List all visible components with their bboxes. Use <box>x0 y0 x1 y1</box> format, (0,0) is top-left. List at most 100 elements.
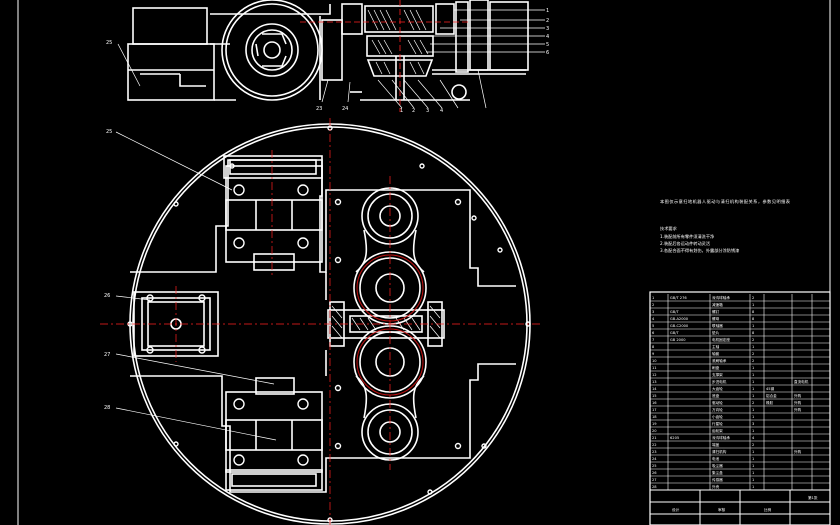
bom-cell-no: 9 <box>652 352 655 356</box>
callout-label: 5 <box>546 42 549 48</box>
bom-cell-qty: 1 <box>752 373 754 377</box>
bom-cell-mat: 45钢 <box>766 386 775 391</box>
bom-cell-qty: 1 <box>752 366 754 370</box>
elevation-callouts: 1 2 3 4 5 6 25 23 24 1 2 3 4 <box>106 8 549 114</box>
bom-cell-no: 14 <box>652 387 657 391</box>
bom-cell-qty: 3 <box>752 422 754 426</box>
bom-cell-qty: 8 <box>752 331 755 335</box>
bom-cell-no: 22 <box>652 443 657 447</box>
callout-label: 6 <box>546 50 549 56</box>
bom-cell-qty: 1 <box>752 408 754 412</box>
bom-cell-name: 电机固定座 <box>712 337 730 342</box>
elevation-centerline <box>300 0 470 112</box>
notes-item: 3.各配合面不得有划伤，外露部分涂防锈漆 <box>660 247 739 254</box>
bom-cell-no: 5 <box>652 324 654 328</box>
bom-cell-qty: 8 <box>752 310 755 314</box>
callout-label: 25 <box>106 40 112 46</box>
bom-cell-code: GB/T <box>670 331 679 335</box>
bom-cell-name: 联轴器 <box>712 323 723 328</box>
bom-cell-no: 8 <box>652 345 655 349</box>
bom-cell-name: 螺母 <box>712 316 720 321</box>
bom-cell-qty: 1 <box>752 345 754 349</box>
bom-cell-no: 12 <box>652 373 657 377</box>
bom-cell-no: 18 <box>652 415 657 419</box>
callout-label: 3 <box>546 26 549 32</box>
callout-label: 4 <box>440 108 443 114</box>
callout-label: 2 <box>412 108 415 114</box>
title-block <box>649 489 831 525</box>
callout-label: 1 <box>546 8 549 14</box>
callout-label: 28 <box>104 405 110 411</box>
callout-label: 24 <box>342 106 348 112</box>
notes-heading: 技术要求 <box>660 225 678 232</box>
bom-cell-name: 滚刷轴承 <box>712 358 727 363</box>
bom-cell-name: 行星轮 <box>712 421 723 426</box>
bom-cell-name: 步进电机 <box>712 379 727 384</box>
bom-cell-qty: 4 <box>752 436 755 440</box>
bom-cell-name: 深沟球轴承 <box>712 435 730 440</box>
callout-label: 27 <box>104 352 110 358</box>
bom-cell-name: 刷盘 <box>712 365 720 370</box>
bom-cell-name: 外壳 <box>712 484 720 489</box>
bom-cell-name: 主轴 <box>712 344 720 349</box>
bom-cell-no: 7 <box>652 338 654 342</box>
elevation-view <box>127 0 529 101</box>
bom-cell-no: 1 <box>652 296 654 300</box>
callout-label: 25 <box>106 129 112 135</box>
bom-cell-qty: 2 <box>752 443 754 447</box>
bom-cell-no: 24 <box>652 457 657 461</box>
title-block-text: 设计 审核 比例 第1张 <box>672 495 818 512</box>
bom-cell-qty: 1 <box>752 478 754 482</box>
bom-cell-code: GB-C2000 <box>670 324 689 328</box>
notes-intro: 本图仅示意扫地机器人驱动与清扫机构装配关系，参数见明细表 <box>660 198 791 205</box>
bom-cell-mat: 铝合金 <box>766 393 777 398</box>
elevation-leaders <box>117 9 545 109</box>
bom-cell-no: 21 <box>652 436 657 440</box>
bom-cell-no: 11 <box>652 366 657 370</box>
title-cell: 比例 <box>764 507 772 512</box>
bom-cell-name: 端盖 <box>712 442 720 447</box>
bom-cell-qty: 1 <box>752 394 754 398</box>
bom-cell-no: 10 <box>652 359 657 363</box>
bom-cell-name: 驱动轮 <box>712 400 723 405</box>
plan-hidden-red <box>356 254 424 396</box>
bom-cell-name: 吸尘器 <box>712 463 723 468</box>
bom-cell-no: 2 <box>652 303 654 307</box>
bom-cell-name: 减速箱 <box>712 302 723 307</box>
bom-cell-name: 传感器 <box>712 477 723 482</box>
bom-cell-name: 垫片 <box>712 330 720 335</box>
bom-cell-qty: 1 <box>752 429 754 433</box>
bom-cell-qty: 1 <box>752 387 754 391</box>
bom-cell-note: 外购 <box>794 400 802 405</box>
callout-label: 1 <box>400 108 403 114</box>
bom-cell-no: 17 <box>652 408 657 412</box>
bom-cell-qty: 2 <box>752 296 754 300</box>
bom-cell-note: 外购 <box>794 449 802 454</box>
bom-cell-name: 轴套 <box>712 351 720 356</box>
bom-cell-name: 齿轮架 <box>712 428 723 433</box>
title-cell: 设计 <box>672 507 680 512</box>
bom-cell-qty: 1 <box>752 303 754 307</box>
bom-cell-name: 清扫机构 <box>712 449 727 454</box>
bom-cell-code: GB/T <box>670 310 679 314</box>
bom-cell-no: 23 <box>652 450 657 454</box>
callout-label: 26 <box>104 293 110 299</box>
bom-cell-name: 小齿轮 <box>712 414 723 419</box>
title-cell: 第1张 <box>808 495 818 500</box>
bom-cell-qty: 2 <box>752 401 754 405</box>
bom-cell-no: 25 <box>652 464 657 468</box>
bom-cell-name: 集尘盒 <box>712 470 723 475</box>
bom-cell-qty: 1 <box>752 485 754 489</box>
bom-cell-no: 3 <box>652 310 654 314</box>
callout-label: 4 <box>546 34 549 40</box>
bom-cell-name: 深沟球轴承 <box>712 295 730 300</box>
bom-cell-no: 20 <box>652 429 657 433</box>
bom-cell-code: 6205 <box>670 436 679 440</box>
bom-cell-no: 6 <box>652 331 655 335</box>
technical-notes: 本图仅示意扫地机器人驱动与清扫机构装配关系，参数见明细表 技术要求 1.装配前所… <box>660 198 791 254</box>
notes-item: 2.装配后各运动件转动灵活 <box>660 240 710 247</box>
bom-cell-name: 大齿轮 <box>712 386 723 391</box>
bom-cell-no: 28 <box>652 485 657 489</box>
bom-cell-qty: 8 <box>752 317 755 321</box>
bom-cell-no: 27 <box>652 478 657 482</box>
